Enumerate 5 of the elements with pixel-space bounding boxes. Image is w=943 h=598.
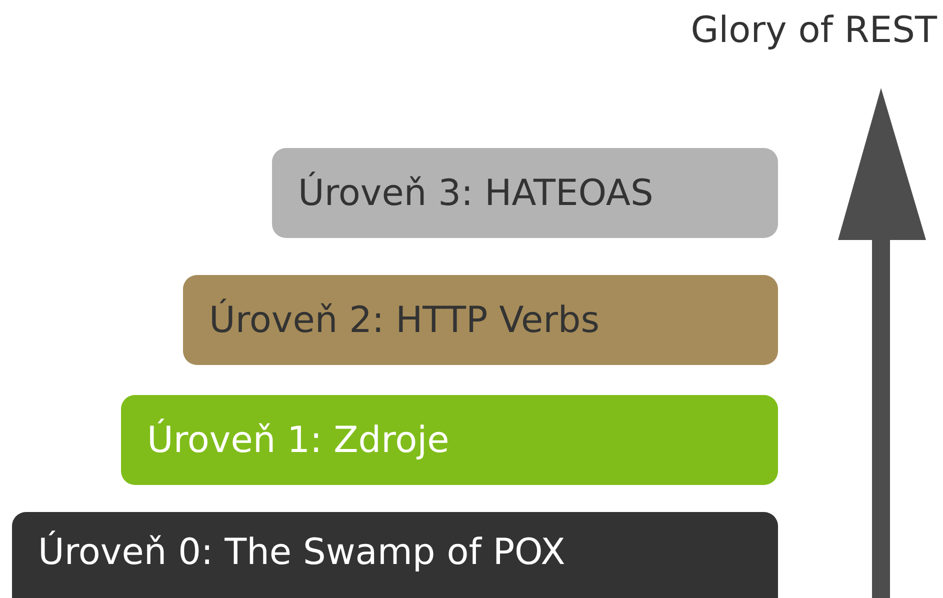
level-bar: Úroveň 3: HATEOAS — [272, 148, 778, 238]
axis-title: Glory of REST — [690, 10, 937, 51]
level-bar: Úroveň 2: HTTP Verbs — [183, 275, 778, 365]
level-bar: Úroveň 0: The Swamp of POX — [12, 512, 778, 598]
level-bar: Úroveň 1: Zdroje — [121, 395, 778, 485]
